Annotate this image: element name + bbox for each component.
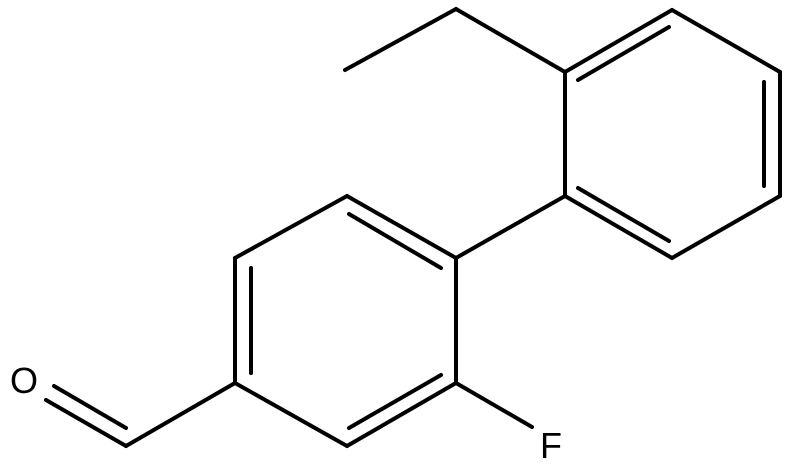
ring-b-bond-2 bbox=[233, 194, 349, 260]
bond-ch2-ring bbox=[454, 7, 567, 74]
atom-label-oxygen: O bbox=[10, 360, 38, 401]
ring-b-bond-5 bbox=[345, 381, 458, 448]
ring-a-bond-5 bbox=[563, 194, 674, 260]
ring-a-bond-1 bbox=[563, 8, 674, 74]
ring-b-bond-1-inner bbox=[347, 212, 443, 270]
ethyl-group bbox=[343, 7, 567, 74]
ring-b-bond-1 bbox=[345, 194, 458, 260]
ring-a-bond-5-inner bbox=[576, 186, 671, 243]
ring-a-bond-2 bbox=[670, 8, 782, 74]
ring-b-bond-4 bbox=[233, 381, 349, 448]
biaryl-linkage bbox=[454, 194, 567, 260]
bond-ring-cho bbox=[124, 381, 237, 448]
ring-a-bond-4 bbox=[670, 194, 782, 260]
atom-label-fluorine: F bbox=[540, 425, 562, 466]
fluoro-substituent bbox=[454, 381, 534, 429]
bond-c-o-double-inner bbox=[52, 384, 128, 430]
ring-a-bond-1-inner bbox=[576, 25, 671, 82]
bond-c-f bbox=[454, 381, 534, 429]
aldehyde-group bbox=[44, 381, 237, 448]
bond-c-o-double-outer bbox=[44, 398, 128, 448]
bond-biaryl bbox=[454, 194, 567, 260]
ethylphenyl-ring bbox=[563, 8, 782, 260]
bond-ch3-ch2 bbox=[343, 7, 458, 72]
ring-b-bond-5-inner bbox=[347, 373, 443, 430]
fluorobenzaldehyde-ring bbox=[233, 194, 458, 448]
